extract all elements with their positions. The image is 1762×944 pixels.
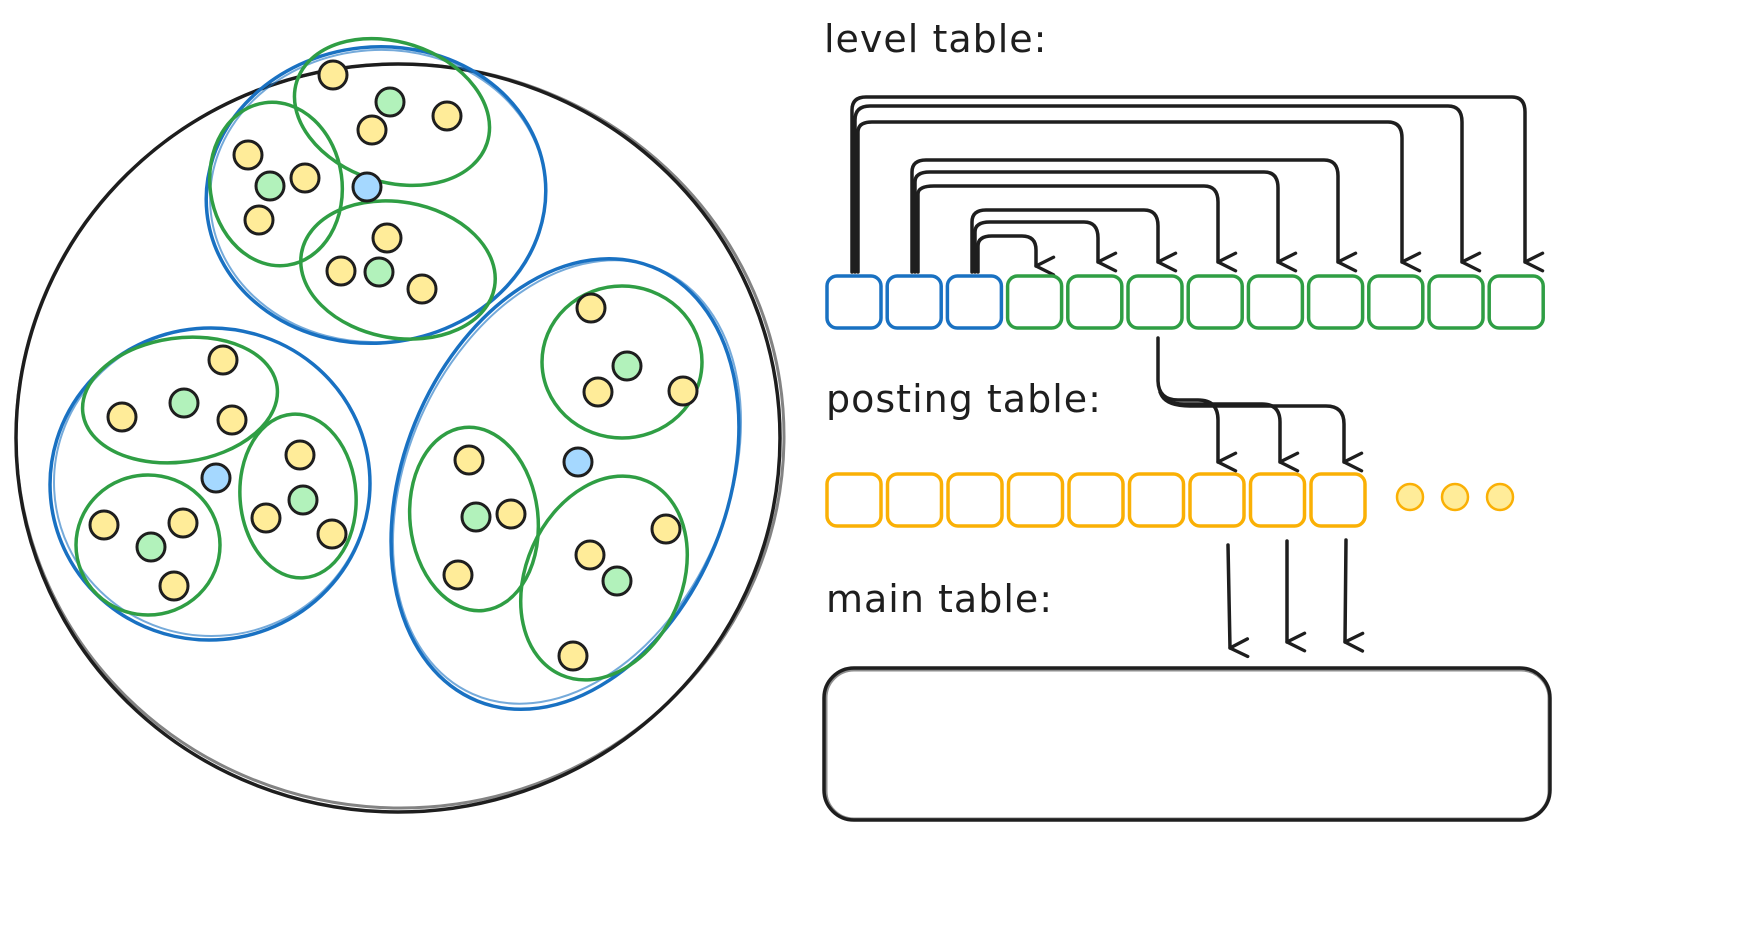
yellow-point	[289, 162, 321, 194]
blue-cluster-bottom-left	[48, 326, 372, 642]
cluster-diagram	[14, 36, 786, 814]
level-cell-green	[1246, 274, 1305, 330]
posting-cell	[1127, 472, 1186, 528]
green-point	[374, 86, 406, 118]
green-cluster	[540, 284, 704, 440]
green-cluster	[238, 412, 358, 580]
posting-cell	[885, 472, 944, 528]
green-point	[168, 387, 200, 419]
yellow-point	[243, 204, 275, 236]
green-point	[254, 170, 286, 202]
green-cluster	[518, 474, 690, 682]
yellow-point	[250, 502, 282, 534]
main-table-label: main table:	[826, 577, 1053, 621]
green-point	[601, 565, 633, 597]
yellow-point	[650, 513, 682, 545]
yellow-point	[495, 498, 527, 530]
level-cell-green	[1066, 274, 1124, 330]
main-table-sketch	[824, 668, 1551, 821]
blue-centroid	[351, 171, 383, 203]
green-cluster	[207, 100, 345, 268]
yellow-point	[667, 375, 699, 407]
level-to-posting-links	[1156, 336, 1364, 473]
level-cell-green	[1186, 274, 1244, 330]
green-point	[287, 484, 319, 516]
level-links	[850, 95, 1545, 277]
level-cell-green	[1367, 274, 1425, 330]
yellow-point	[442, 559, 474, 591]
posting-table	[825, 472, 1367, 528]
level-table	[825, 274, 1545, 330]
posting-cell	[825, 472, 883, 528]
blue-cluster-right	[389, 256, 742, 712]
posting-table-ellipsis	[1395, 482, 1515, 512]
outer-circle-sketch	[14, 62, 786, 810]
yellow-point	[232, 139, 264, 171]
yellow-point	[575, 292, 607, 324]
posting-cell	[1067, 472, 1125, 528]
yellow-point	[207, 344, 239, 376]
yellow-point	[316, 518, 348, 550]
level-cell-green	[1487, 274, 1545, 330]
level-cell-green	[1306, 274, 1365, 330]
ellipsis-dot	[1395, 482, 1425, 512]
blue-cluster-top	[204, 36, 548, 346]
green-cluster	[74, 473, 222, 617]
table-diagram: level table: posting table: main table:	[822, 17, 1552, 822]
green-point	[363, 256, 395, 288]
yellow-point	[406, 273, 438, 305]
ellipsis-dot	[1485, 482, 1515, 512]
ellipsis-dot	[1440, 482, 1470, 512]
level-cell-blue	[825, 274, 883, 330]
blue-centroid	[562, 446, 594, 478]
posting-cell	[946, 472, 1004, 528]
yellow-point	[106, 401, 138, 433]
posting-to-main-links	[1226, 538, 1365, 659]
green-cluster	[80, 335, 280, 465]
level-cell-blue	[945, 274, 1004, 330]
posting-cell	[1006, 472, 1065, 528]
posting-cell	[1248, 472, 1307, 528]
green-cluster	[299, 199, 497, 341]
yellow-point	[582, 376, 614, 408]
green-point	[611, 350, 643, 382]
posting-table-label: posting table:	[826, 377, 1102, 421]
yellow-point	[356, 114, 388, 146]
yellow-point	[216, 404, 248, 436]
posting-cell	[1309, 472, 1367, 528]
level-cell-blue	[885, 274, 943, 330]
yellow-point	[557, 640, 589, 672]
level-cell-green	[1427, 274, 1485, 330]
yellow-point	[371, 222, 403, 254]
yellow-point	[284, 439, 316, 471]
level-cell-green	[1005, 274, 1064, 330]
level-table-label: level table:	[824, 17, 1048, 61]
green-cluster	[407, 425, 541, 613]
posting-cell	[1188, 472, 1246, 528]
yellow-point	[453, 444, 485, 476]
yellow-point	[317, 59, 349, 91]
main-table	[822, 666, 1552, 822]
level-cell-green	[1126, 274, 1184, 330]
yellow-point	[167, 507, 199, 539]
green-point	[135, 531, 167, 563]
yellow-point	[431, 100, 463, 132]
blue-centroid	[200, 462, 232, 494]
yellow-point	[574, 539, 606, 571]
yellow-point	[158, 570, 190, 602]
yellow-point	[325, 255, 357, 287]
green-point	[460, 501, 492, 533]
yellow-point	[88, 509, 120, 541]
